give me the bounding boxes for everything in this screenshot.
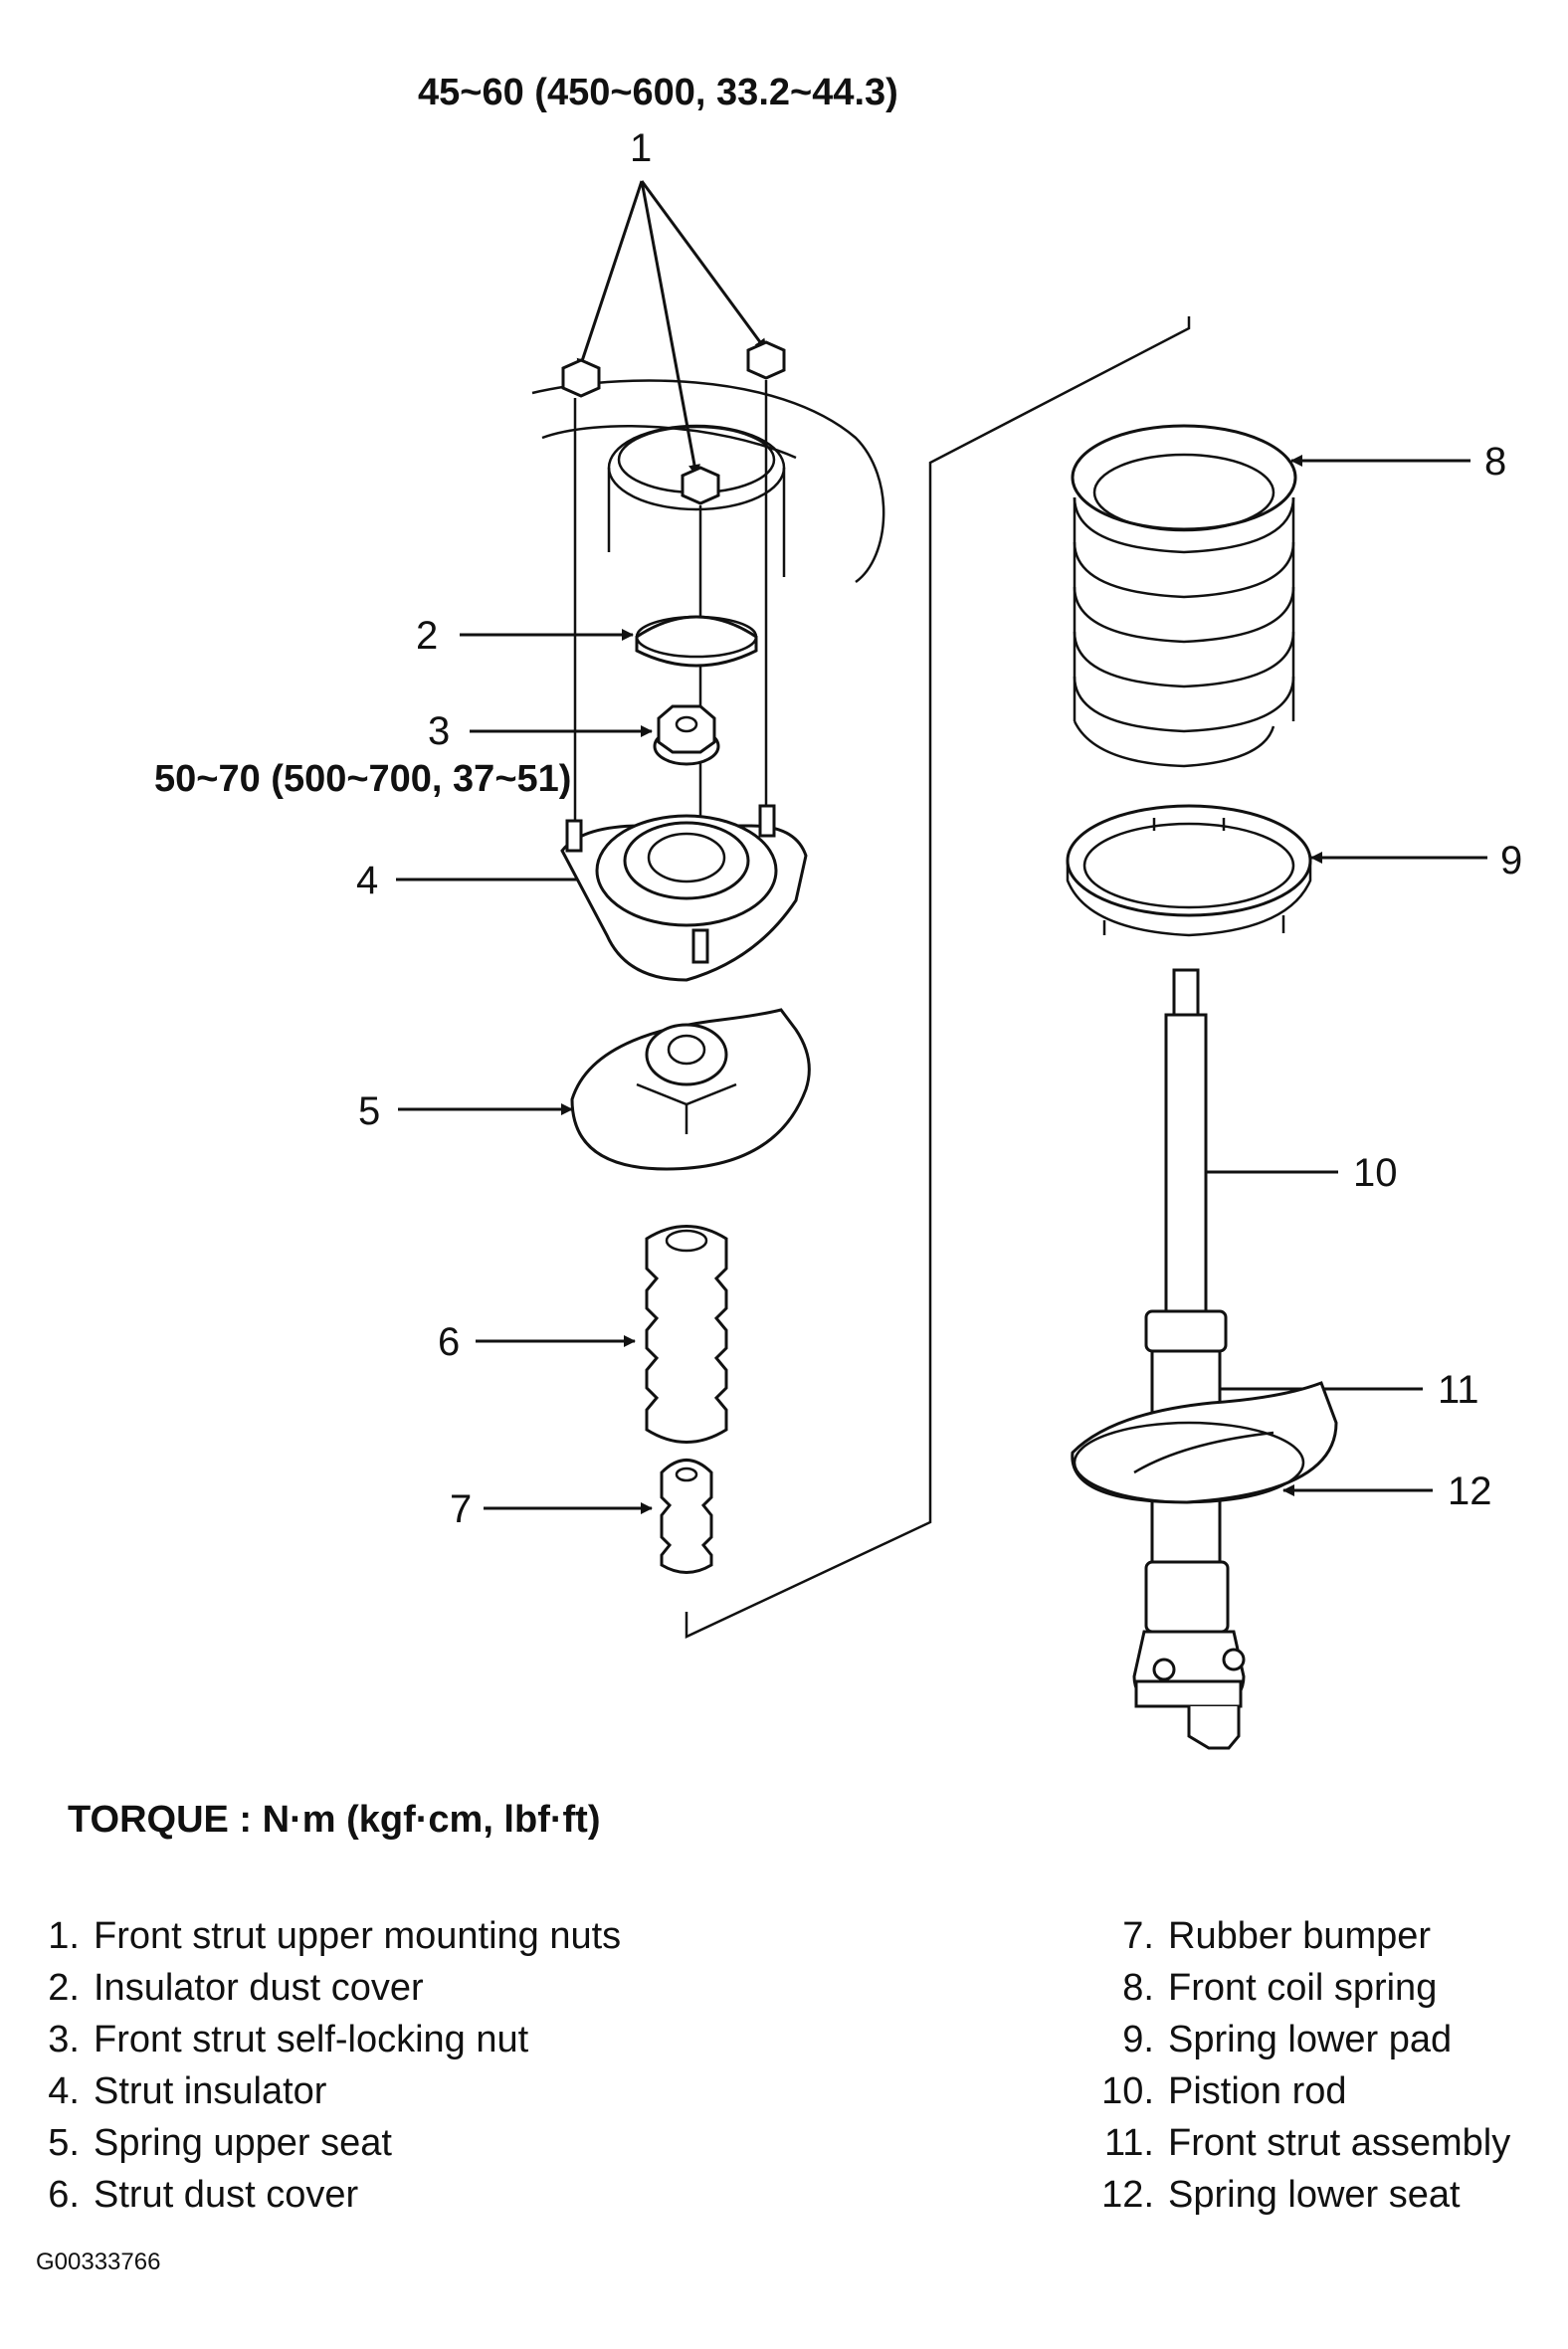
callout-10: 10 [1353,1151,1398,1195]
legend-item-number: 12. [1101,2174,1154,2216]
legend-item-number: 8. [1122,1967,1154,2009]
legend-item-label: Front strut upper mounting nuts [94,1915,622,1957]
legend-item-number: 2. [48,1967,80,2009]
legend-item-label: Insulator dust cover [94,1967,424,2009]
legend-item-label: Front strut assembly [1168,2122,1511,2164]
legend-item: 2. Insulator dust cover [20,1962,621,2014]
assembly-connector-line [685,316,1191,1639]
callout-9: 9 [1500,839,1522,882]
spring-lower-pad-icon [1066,804,1312,937]
legend-item-label: Spring lower seat [1168,2174,1461,2216]
legend-item: 10. Pistion rod [1094,2065,1510,2117]
legend-item: 9. Spring lower pad [1094,2014,1510,2065]
legend-item-number: 11. [1103,2122,1154,2164]
callout-1: 1 [630,126,652,170]
callout-3: 3 [428,709,450,753]
legend-item: 7. Rubber bumper [1094,1910,1510,1962]
legend-item-label: Strut dust cover [94,2174,359,2216]
front-strut-assembly-icon [1071,968,1338,1750]
torque-spec-self-locking-nut: 50~70 (500~700, 37~51) [154,758,571,800]
legend-item: 12. Spring lower seat [1094,2169,1510,2221]
legend-item-label: Front coil spring [1168,1967,1438,2009]
callout-6: 6 [438,1320,460,1364]
parts-legend-left: 1. Front strut upper mounting nuts 2. Insu… [20,1910,621,2221]
legend-item-number: 1. [48,1915,80,1957]
legend-item: 4. Strut insulator [20,2065,621,2117]
legend-item: 3. Front strut self-locking nut [20,2014,621,2065]
legend-item: 6. Strut dust cover [20,2169,621,2221]
callout-8: 8 [1484,440,1506,484]
legend-item-label: Pistion rod [1168,2070,1347,2112]
insulator-dust-cover-icon [635,615,758,668]
exploded-strut-diagram: 45~60 (450~600, 33.2~44.3) 50~70 (500~70… [154,72,1522,1750]
callout-5: 5 [358,1089,380,1133]
legend-item: 5. Spring upper seat [20,2117,621,2169]
legend-item-label: Spring lower pad [1168,2019,1453,2060]
legend-item-label: Rubber bumper [1168,1915,1432,1957]
legend-item-label: Strut insulator [94,2070,327,2112]
parts-legend-right: 7. Rubber bumper 8. Front coil spring 9. Sp… [1094,1910,1510,2221]
legend-item: 8. Front coil spring [1094,1962,1510,2014]
legend-item-number: 5. [48,2122,80,2164]
legend-item: 11. Front strut assembly [1094,2117,1510,2169]
self-locking-nut-icon [653,704,720,766]
upper-mounting-nut-icon [561,340,786,505]
callout-7: 7 [450,1487,472,1531]
legend-item-number: 10. [1101,2070,1154,2112]
legend-item-number: 3. [48,2019,80,2060]
legend-item-number: 9. [1122,2019,1154,2060]
legend-item-label: Front strut self-locking nut [94,2019,529,2060]
callout-11: 11 [1438,1368,1479,1412]
legend-item-number: 7. [1122,1915,1154,1957]
callout-12: 12 [1448,1469,1492,1513]
rubber-bumper-icon [660,1459,713,1574]
legend-item-number: 4. [48,2070,80,2112]
legend-item-label: Spring upper seat [94,2122,392,2164]
torque-units-note: TORQUE : N·m (kgf·cm, lbf·ft) [68,1799,601,1841]
front-coil-spring-icon [1071,424,1297,768]
drawing-id: G00333766 [36,2249,161,2275]
spring-upper-seat-icon [570,1008,811,1171]
strut-dust-cover-icon [645,1225,728,1444]
callout-4: 4 [356,859,378,902]
torque-spec-upper-nuts: 45~60 (450~600, 33.2~44.3) [418,72,898,113]
legend-item: 1. Front strut upper mounting nuts [20,1910,621,1962]
strut-insulator-icon [560,804,808,982]
callout-2: 2 [416,614,438,658]
legend-item-number: 6. [48,2174,80,2216]
body-panel-tower [531,379,885,584]
